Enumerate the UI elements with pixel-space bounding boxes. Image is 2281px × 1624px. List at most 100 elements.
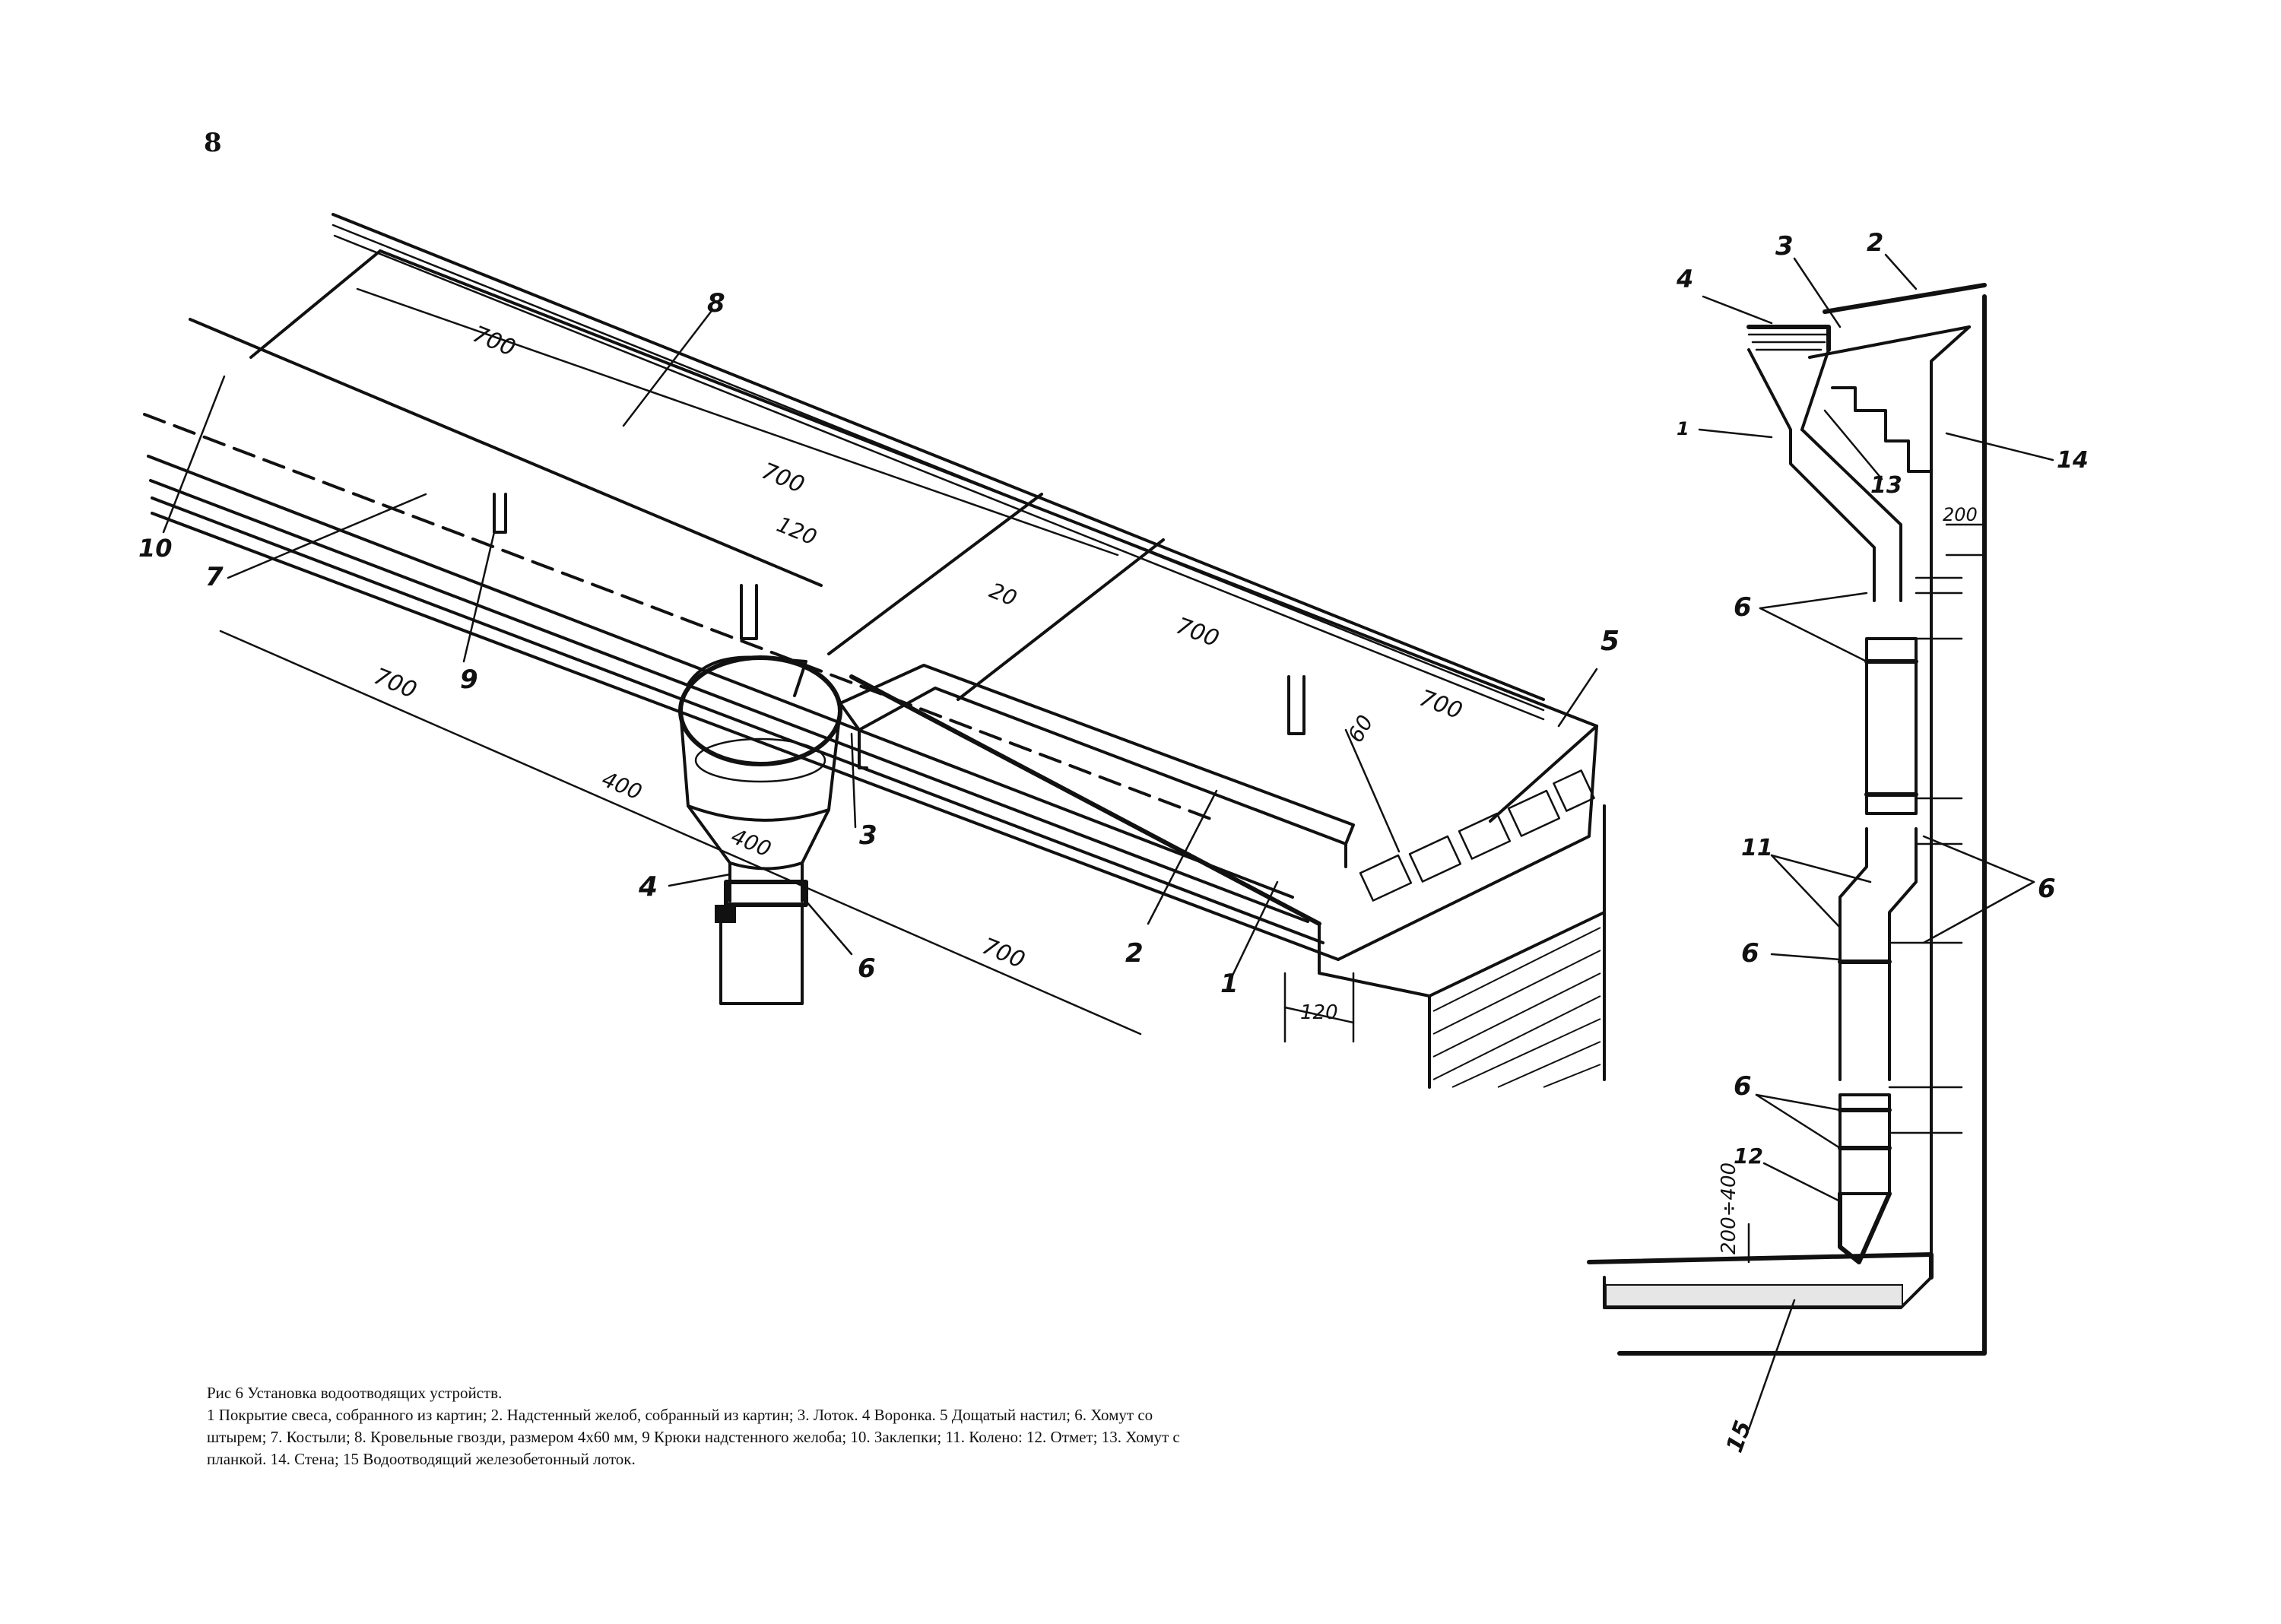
wall-face xyxy=(1617,294,1987,1356)
pipe-segment-1 xyxy=(1865,637,1918,815)
clamp-band xyxy=(724,880,808,907)
label-r2: 2 xyxy=(1867,228,1883,257)
funnel-right-side xyxy=(1800,348,1830,431)
leader-r12 xyxy=(1762,1162,1842,1203)
elbow-right xyxy=(1888,827,1918,1081)
eave-line-3 xyxy=(149,479,1309,923)
hook-left xyxy=(493,493,507,534)
dim-r-200-400: 200÷400 xyxy=(1718,1162,1740,1254)
dim-700-b: 700 xyxy=(758,458,808,499)
leader-r6a-2 xyxy=(1759,607,1868,663)
funnel-rim xyxy=(678,655,842,766)
dim-700-c: 700 xyxy=(1172,613,1223,652)
leader-r4 xyxy=(1702,295,1773,325)
roof-edge-line xyxy=(332,213,1545,701)
leader-8 xyxy=(622,310,712,427)
label-r6c: 6 xyxy=(1741,938,1759,969)
section-leader-lines xyxy=(1698,253,2054,1431)
nail-line-dashed xyxy=(143,413,1218,823)
leader-r13 xyxy=(1823,409,1883,481)
leader-5 xyxy=(1557,668,1598,728)
label-r11: 11 xyxy=(1741,835,1773,861)
leader-lines xyxy=(162,310,1598,979)
panel-seam-1 xyxy=(249,249,382,359)
vertical-section xyxy=(1587,253,2054,1431)
dim-120-a: 120 xyxy=(773,512,820,550)
dim-line-top xyxy=(356,287,1119,557)
funnel-right xyxy=(801,709,842,902)
leader-r1 xyxy=(1698,428,1773,439)
wall-hatching xyxy=(1432,927,1601,1088)
label-3: 3 xyxy=(859,820,877,851)
dim-20: 20 xyxy=(986,578,1020,611)
funnel-neck xyxy=(728,861,804,871)
wall-corner xyxy=(1318,922,1431,1089)
leader-r6d-2 xyxy=(1755,1093,1842,1150)
label-r1: 1 xyxy=(1677,418,1689,439)
leader-7 xyxy=(227,493,427,579)
concrete-fill xyxy=(1605,1284,1903,1307)
leader-9 xyxy=(462,531,496,663)
dim-700-d: 700 xyxy=(1416,685,1466,725)
dim-120-b: 120 xyxy=(1300,1001,1338,1024)
leader-r3 xyxy=(1793,257,1842,328)
downpipe-top xyxy=(719,903,804,1005)
label-r14: 14 xyxy=(2057,447,2089,474)
leader-10 xyxy=(162,375,226,534)
offset-pipe-right xyxy=(1800,428,1902,602)
deck-boards xyxy=(1359,769,1595,902)
hook-right xyxy=(1287,675,1305,735)
roof-edge-line-3 xyxy=(333,234,1545,721)
wall-steps xyxy=(1831,386,1933,473)
label-r4: 4 xyxy=(1676,265,1693,293)
caption-title: Рис 6 Установка водоотводящих устройств. xyxy=(207,1384,503,1402)
roof-slope-under xyxy=(1808,325,1971,359)
leader-r11-1 xyxy=(1770,854,1872,883)
wall-top xyxy=(1337,725,1598,961)
dim-line-bottom xyxy=(219,630,1142,1036)
label-r13: 13 xyxy=(1870,472,1902,499)
label-4: 4 xyxy=(638,871,658,902)
leader-4 xyxy=(668,873,731,887)
label-r6a: 6 xyxy=(1734,592,1752,623)
trough-box xyxy=(839,664,1355,845)
funnel-neck-arm xyxy=(687,655,807,697)
label-r3: 3 xyxy=(1775,231,1794,262)
eave-line-4 xyxy=(151,496,1325,944)
dim-line-120 xyxy=(1283,1006,1355,1024)
leader-6 xyxy=(804,899,853,956)
label-8: 8 xyxy=(707,288,725,319)
label-6: 6 xyxy=(858,953,876,984)
label-9: 9 xyxy=(460,665,478,695)
concrete-channel xyxy=(1603,1276,1933,1309)
leader-r2 xyxy=(1884,253,1918,290)
panel-seam-4 xyxy=(1489,725,1598,823)
funnel-top-rim xyxy=(1746,325,1831,352)
outlet-spout xyxy=(1838,1191,1892,1264)
leader-r15 xyxy=(1747,1299,1796,1431)
funnel-inner xyxy=(694,737,826,783)
right-labels: 4 3 2 1 13 14 6 6 11 6 6 12 15 200 200÷4… xyxy=(1676,228,2089,1456)
leader-1 xyxy=(1230,880,1279,979)
isometric-gutter-assembly xyxy=(143,213,1606,1089)
label-r12: 12 xyxy=(1734,1143,1763,1169)
dim-700-e: 700 xyxy=(370,663,420,704)
eave-line-2 xyxy=(147,455,1294,899)
leader-r6b-2 xyxy=(1922,880,2035,944)
hook-middle xyxy=(740,584,758,640)
dim-700-a: 700 xyxy=(469,321,519,362)
dim-60: 60 xyxy=(1343,711,1378,747)
label-7: 7 xyxy=(205,562,224,592)
label-5: 5 xyxy=(1601,626,1620,657)
roof-sheet-top xyxy=(379,249,1598,728)
panel-seam-2 xyxy=(827,493,1043,655)
leader-r6a-1 xyxy=(1759,592,1868,610)
clamp-bolt xyxy=(715,905,736,923)
leader-3 xyxy=(850,732,857,829)
dimension-lines xyxy=(219,287,1401,1043)
leader-r6c xyxy=(1770,953,1842,961)
label-r6b: 6 xyxy=(2038,874,2056,904)
eave-line-1 xyxy=(189,318,823,587)
leader-r14 xyxy=(1945,432,2054,462)
